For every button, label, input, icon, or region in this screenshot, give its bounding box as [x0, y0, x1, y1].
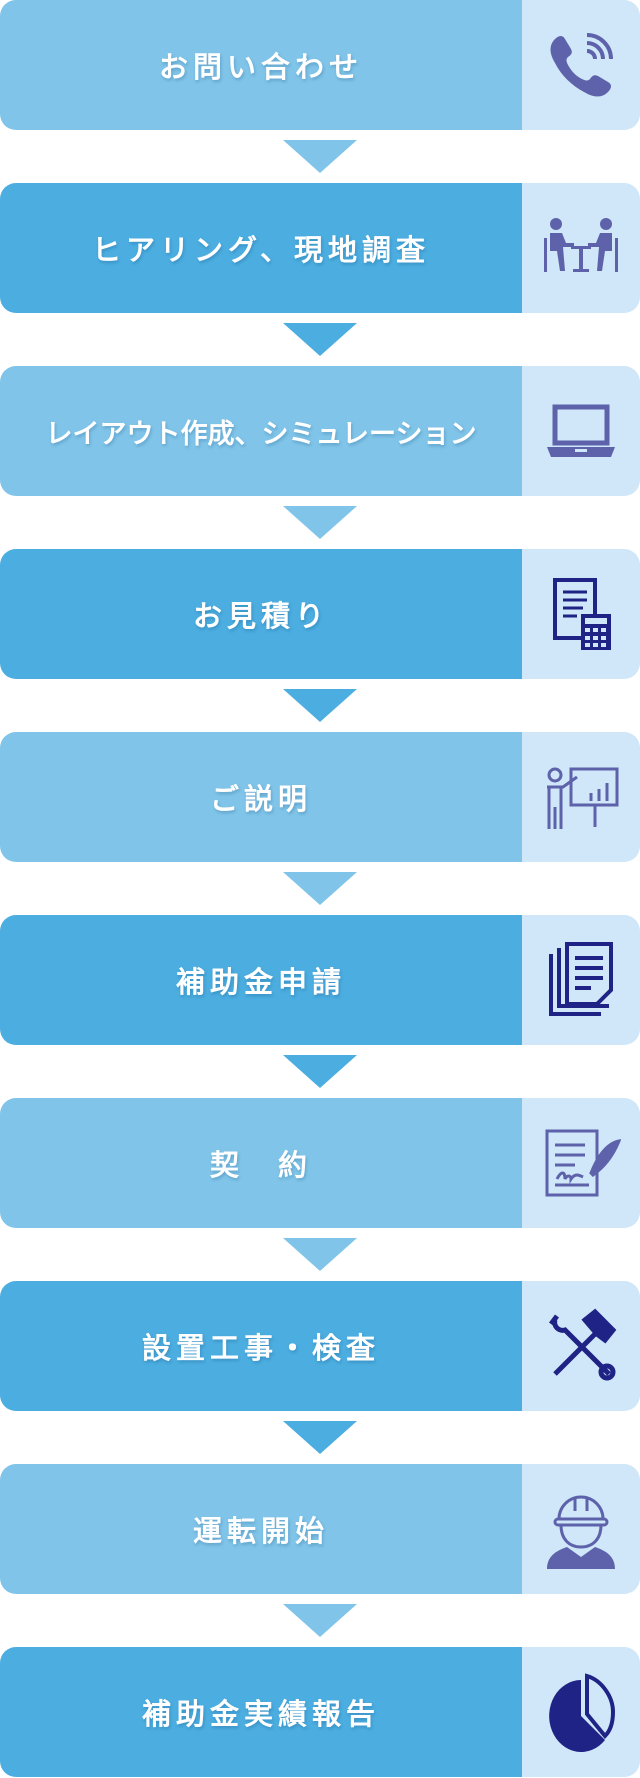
step-label: 契 約 — [0, 1098, 522, 1228]
documents-icon — [522, 915, 640, 1045]
step-label: 運転開始 — [0, 1464, 522, 1594]
step-label: 補助金実績報告 — [0, 1647, 522, 1777]
contract-signature-icon — [522, 1098, 640, 1228]
flow-arrow — [283, 506, 357, 539]
step-label: レイアウト作成、シミュレーション — [0, 366, 522, 496]
step-hearing: ヒアリング、現地調査 — [0, 183, 640, 313]
step-label: お問い合わせ — [0, 0, 522, 130]
step-explanation: ご説明 — [0, 732, 640, 862]
step-label: ご説明 — [0, 732, 522, 862]
step-subsidy-report: 補助金実績報告 — [0, 1647, 640, 1777]
laptop-icon — [522, 366, 640, 496]
phone-icon — [522, 0, 640, 130]
step-label: ヒアリング、現地調査 — [0, 183, 522, 313]
presentation-icon — [522, 732, 640, 862]
tools-icon — [522, 1281, 640, 1411]
step-layout: レイアウト作成、シミュレーション — [0, 366, 640, 496]
worker-icon — [522, 1464, 640, 1594]
flow-arrow — [283, 1421, 357, 1454]
step-estimate: お見積り — [0, 549, 640, 679]
step-contract: 契 約 — [0, 1098, 640, 1228]
step-installation: 設置工事・検査 — [0, 1281, 640, 1411]
step-label: お見積り — [0, 549, 522, 679]
meeting-icon — [522, 183, 640, 313]
flow-arrow — [283, 140, 357, 173]
flow-arrow — [283, 1238, 357, 1271]
step-inquiry: お問い合わせ — [0, 0, 640, 130]
step-label: 補助金申請 — [0, 915, 522, 1045]
flow-arrow — [283, 323, 357, 356]
step-operation-start: 運転開始 — [0, 1464, 640, 1594]
flow-arrow — [283, 872, 357, 905]
pie-chart-icon — [522, 1647, 640, 1777]
flow-arrow — [283, 1604, 357, 1637]
estimate-calculator-icon — [522, 549, 640, 679]
step-label: 設置工事・検査 — [0, 1281, 522, 1411]
flow-arrow — [283, 1055, 357, 1088]
step-subsidy-application: 補助金申請 — [0, 915, 640, 1045]
flow-arrow — [283, 689, 357, 722]
